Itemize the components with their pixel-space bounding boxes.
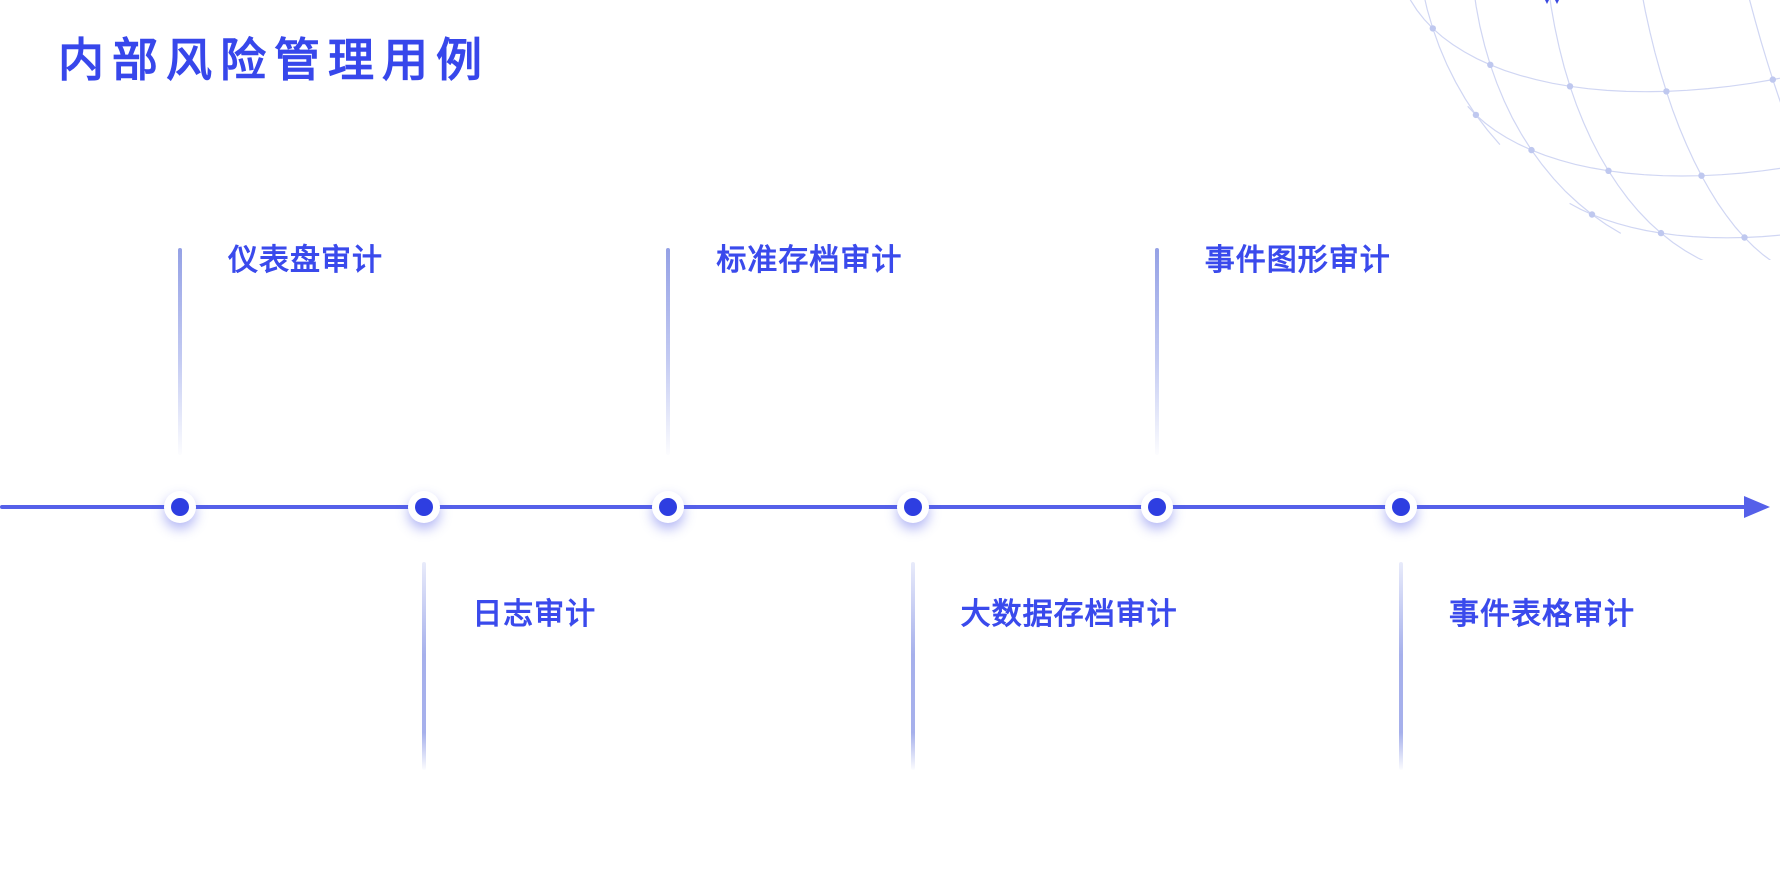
timeline-item-label: 仪表盘审计: [228, 244, 383, 277]
connector-line: [666, 248, 671, 455]
timeline-item-label: 事件表格审计: [1449, 598, 1635, 631]
globe-node-dot: [1605, 167, 1612, 174]
connector-line: [422, 562, 427, 770]
timeline-item-label: 标准存档审计: [716, 244, 903, 277]
timeline-dot: [1385, 491, 1417, 523]
timeline-dot: [164, 491, 196, 523]
timeline-dot-core: [903, 498, 922, 516]
connector-line: [910, 562, 915, 770]
timeline-item-label: 大数据存档审计: [960, 598, 1178, 631]
globe-node-dot: [1588, 211, 1596, 218]
timeline-dot-core: [415, 498, 434, 516]
connector-line: [178, 248, 182, 455]
globe-node-dot: [1657, 229, 1665, 237]
globe-node-dot: [1528, 146, 1535, 154]
timeline-dot: [652, 491, 685, 523]
timeline-dot-core: [1392, 498, 1410, 516]
timeline-dot-core: [171, 498, 189, 516]
timeline-dot: [896, 491, 929, 523]
connector-line: [1399, 562, 1403, 770]
timeline-axis: [0, 505, 1748, 509]
timeline-dot-core: [659, 498, 678, 516]
page-title: 内部风险管理用例: [58, 34, 490, 86]
connector-line: [1154, 248, 1159, 455]
timeline-dot: [1140, 491, 1173, 523]
timeline-dot: [408, 491, 441, 523]
globe-node-dot: [1487, 61, 1494, 68]
globe-wireframe-decoration: [1409, 0, 1780, 260]
globe-node-dot: [1769, 76, 1777, 83]
globe-node-dot: [1663, 88, 1670, 95]
globe-node-dot: [1472, 111, 1480, 119]
globe-node-dot: [1741, 234, 1748, 241]
timeline-item-label: 事件图形审计: [1204, 244, 1391, 277]
globe-node-dot: [1698, 172, 1705, 179]
top-edge-mark-decoration: [1543, 0, 1563, 5]
timeline-dot-core: [1147, 498, 1166, 516]
globe-node-dot: [1429, 25, 1437, 32]
globe-node-dot: [1566, 83, 1574, 90]
timeline-item-label: 日志审计: [472, 598, 597, 631]
timeline-arrow-icon: [1744, 496, 1770, 518]
